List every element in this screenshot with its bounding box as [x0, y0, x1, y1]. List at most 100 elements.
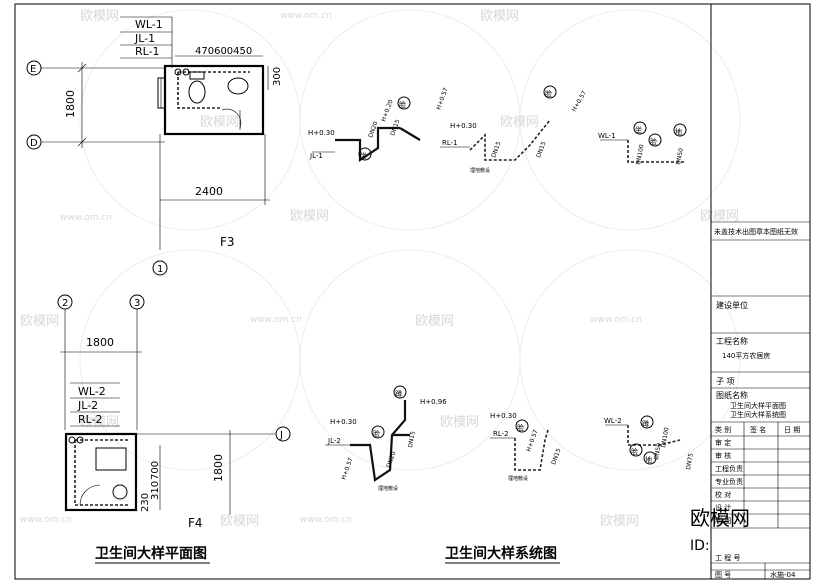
svg-text:H+0.57: H+0.57	[435, 87, 449, 111]
svg-text:H+0.30: H+0.30	[330, 418, 357, 426]
axis-bubble-j	[275, 426, 291, 442]
watermark-brand-large: 欧模网	[690, 506, 750, 530]
svg-text:2: 2	[62, 298, 68, 309]
dimension-top: 1800	[86, 336, 114, 349]
svg-text:埋地敷设: 埋地敷设	[378, 485, 398, 492]
pipe-label-rl2: RL-2	[78, 413, 103, 426]
svg-text:图 号: 图 号	[715, 571, 731, 579]
basin-fixture	[227, 77, 249, 95]
svg-text:专业负责: 专业负责	[715, 477, 743, 486]
svg-text:坐: 坐	[635, 125, 642, 134]
svg-text:JL-1: JL-1	[309, 152, 323, 160]
svg-text:日 期: 日 期	[784, 426, 800, 434]
svg-text:DN15: DN15	[490, 140, 502, 158]
toilet-fixture	[188, 80, 206, 104]
svg-text:脸: 脸	[399, 100, 406, 109]
client-label: 建设单位	[716, 300, 748, 310]
svg-text:1: 1	[157, 264, 163, 275]
watermark-url: www.om.cn	[300, 515, 352, 525]
watermark-brand: 欧模网	[290, 209, 329, 224]
watermark-brand: 欧模网	[600, 514, 639, 529]
svg-text:脸: 脸	[545, 89, 552, 98]
project-name: 140平方农居房	[722, 351, 770, 360]
svg-text:H+0.96: H+0.96	[420, 398, 447, 406]
svg-text:脸: 脸	[517, 423, 524, 432]
svg-text:DN15: DN15	[550, 447, 562, 465]
dimension-vertical: 700	[150, 461, 161, 480]
svg-text:审 定: 审 定	[715, 438, 731, 447]
dimension-right: 1800	[212, 454, 225, 482]
svg-text:签 名: 签 名	[750, 425, 766, 434]
watermark-brand: 欧模网	[20, 314, 59, 329]
watermark-url: www.om.cn	[280, 11, 332, 21]
stamp-note: 未盖技术出图章本图纸无效	[714, 227, 798, 236]
svg-text:DN50: DN50	[675, 147, 685, 165]
svg-text:DN15: DN15	[407, 430, 417, 448]
watermark-brand: 欧模网	[480, 9, 519, 24]
watermark-brand: 欧模网	[200, 115, 239, 130]
svg-text:类 别: 类 别	[715, 425, 731, 434]
system-diagram-wl2: WL-2 DN100 DN50 DN75 蹲 脸 地	[604, 415, 695, 470]
svg-text:校 对: 校 对	[715, 490, 731, 499]
system-diagram-rl1: RL-1 H+0.30 DN15 DN15 埋地敷设 H+0.57 脸	[440, 85, 588, 174]
svg-text:H+0.30: H+0.30	[490, 412, 517, 420]
dimension-vertical: 310	[150, 481, 161, 500]
pipe-label-rl1: RL-1	[135, 45, 160, 58]
svg-text:3: 3	[134, 298, 140, 309]
pipe-label-jl2: JL-2	[77, 399, 98, 412]
watermark-id: ID:	[690, 538, 710, 554]
door-swing	[79, 484, 101, 506]
svg-text:DN75: DN75	[685, 452, 695, 470]
pipe-label-jl1: JL-1	[134, 32, 155, 45]
svg-text:蹲: 蹲	[395, 389, 402, 398]
svg-text:RL-1: RL-1	[442, 139, 458, 147]
pipe-label-wl1: WL-1	[135, 18, 163, 31]
svg-text:H+0.30: H+0.30	[450, 122, 477, 130]
drawing-number: 水施-04	[770, 570, 796, 579]
basin-fixture	[112, 484, 128, 500]
drawing-name-label: 图纸名称	[716, 390, 748, 400]
svg-text:DN20: DN20	[385, 450, 397, 468]
svg-text:DN100: DN100	[635, 144, 645, 166]
watermark-brand: 欧模网	[415, 314, 454, 329]
system-diagram-jl2: JL-2 H+0.30 H+0.57 H+0.96 DN20 DN15 埋地敷设…	[325, 385, 447, 492]
svg-text:H+0.57: H+0.57	[340, 457, 354, 481]
drawing-name-1: 卫生间大样平面图	[730, 401, 786, 410]
room-walls	[64, 432, 138, 512]
watermark-layer: 欧模网 www.om.cn 欧模网 欧模网 欧模网 欧模网 www.om.cn …	[20, 9, 741, 529]
window	[157, 77, 166, 109]
svg-text:脸: 脸	[373, 429, 380, 438]
watermark-url: www.om.cn	[250, 315, 302, 325]
svg-text:工 程 号: 工 程 号	[715, 553, 740, 562]
squat-toilet-fixture	[95, 447, 127, 471]
watermark-brand: 欧模网	[80, 9, 119, 24]
svg-text:坐: 坐	[360, 151, 367, 160]
svg-text:DN100: DN100	[660, 427, 670, 449]
svg-text:审 核: 审 核	[715, 451, 731, 460]
svg-text:蹲: 蹲	[642, 419, 649, 428]
svg-text:设 计: 设 计	[715, 503, 731, 512]
svg-text:J: J	[279, 430, 283, 441]
svg-text:地: 地	[645, 455, 652, 464]
watermark-brand: 欧模网	[440, 415, 479, 430]
dimension-bottom: 2400	[195, 185, 223, 198]
plan-title: 卫生间大样平面图	[95, 545, 207, 562]
system-diagram-jl1: JL-1 H+0.30 DN20 DN15 H+0.20 H+0.57 脸 坐	[308, 87, 450, 163]
room-tag: F3	[220, 235, 235, 249]
watermark-brand: 欧模网	[220, 514, 259, 529]
svg-text:脸: 脸	[631, 447, 638, 456]
system-title: 卫生间大样系统图	[445, 545, 557, 562]
sub-item-label: 子 项	[716, 377, 735, 386]
dimension-left: 1800	[64, 90, 77, 118]
lower-bathroom-plan: 2 3 1800 WL-2 JL-2 RL-2 J 1800 700 310	[57, 294, 291, 530]
upper-bathroom-plan: WL-1 JL-1 RL-1 470600450 300 E D	[26, 16, 283, 276]
svg-text:H+0.57: H+0.57	[525, 429, 539, 453]
door-swing	[221, 108, 242, 129]
dimension-right: 300	[272, 67, 283, 86]
svg-text:RL-2: RL-2	[493, 430, 509, 438]
drawing-frame	[14, 3, 811, 580]
room-tag: F4	[188, 516, 203, 530]
watermark-brand: 欧模网	[700, 209, 739, 224]
svg-text:工程负责: 工程负责	[715, 464, 743, 473]
